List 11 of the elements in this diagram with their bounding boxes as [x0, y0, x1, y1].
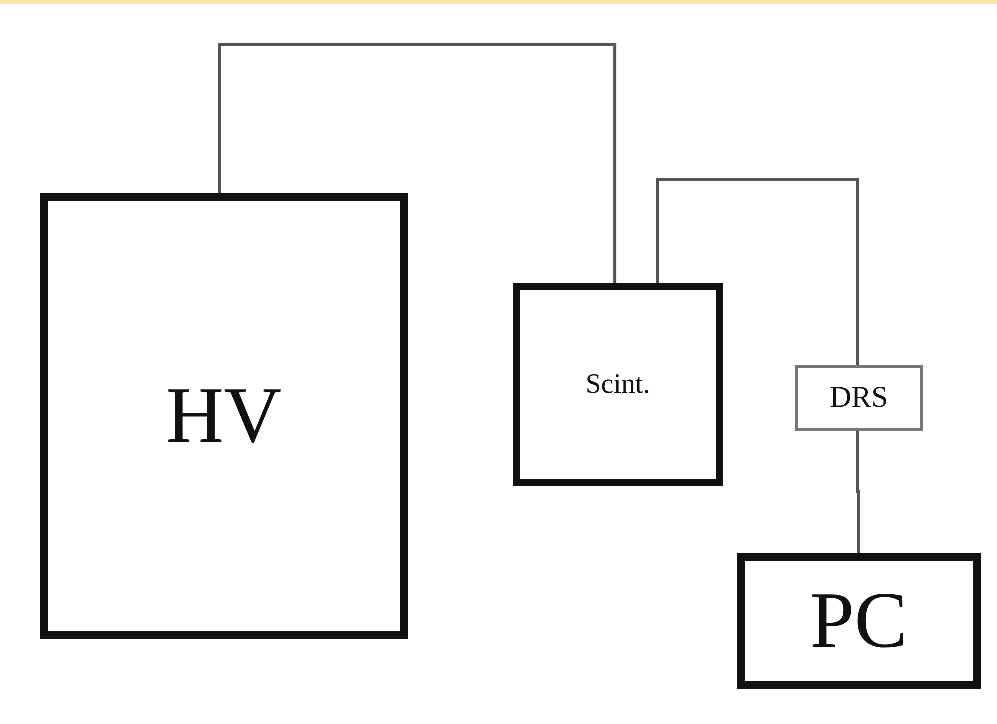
cable-line: [856, 431, 860, 553]
cable-line: [218, 44, 617, 283]
component-box: [795, 365, 923, 431]
component-label: PC: [810, 576, 908, 666]
component-label: DRS: [830, 381, 888, 415]
component-box: [40, 193, 408, 639]
cable-line: [656, 178, 860, 365]
component-box: [513, 283, 723, 486]
component-label: HV: [166, 370, 282, 462]
component-box: [737, 553, 981, 689]
component-label: Scint.: [586, 368, 650, 400]
